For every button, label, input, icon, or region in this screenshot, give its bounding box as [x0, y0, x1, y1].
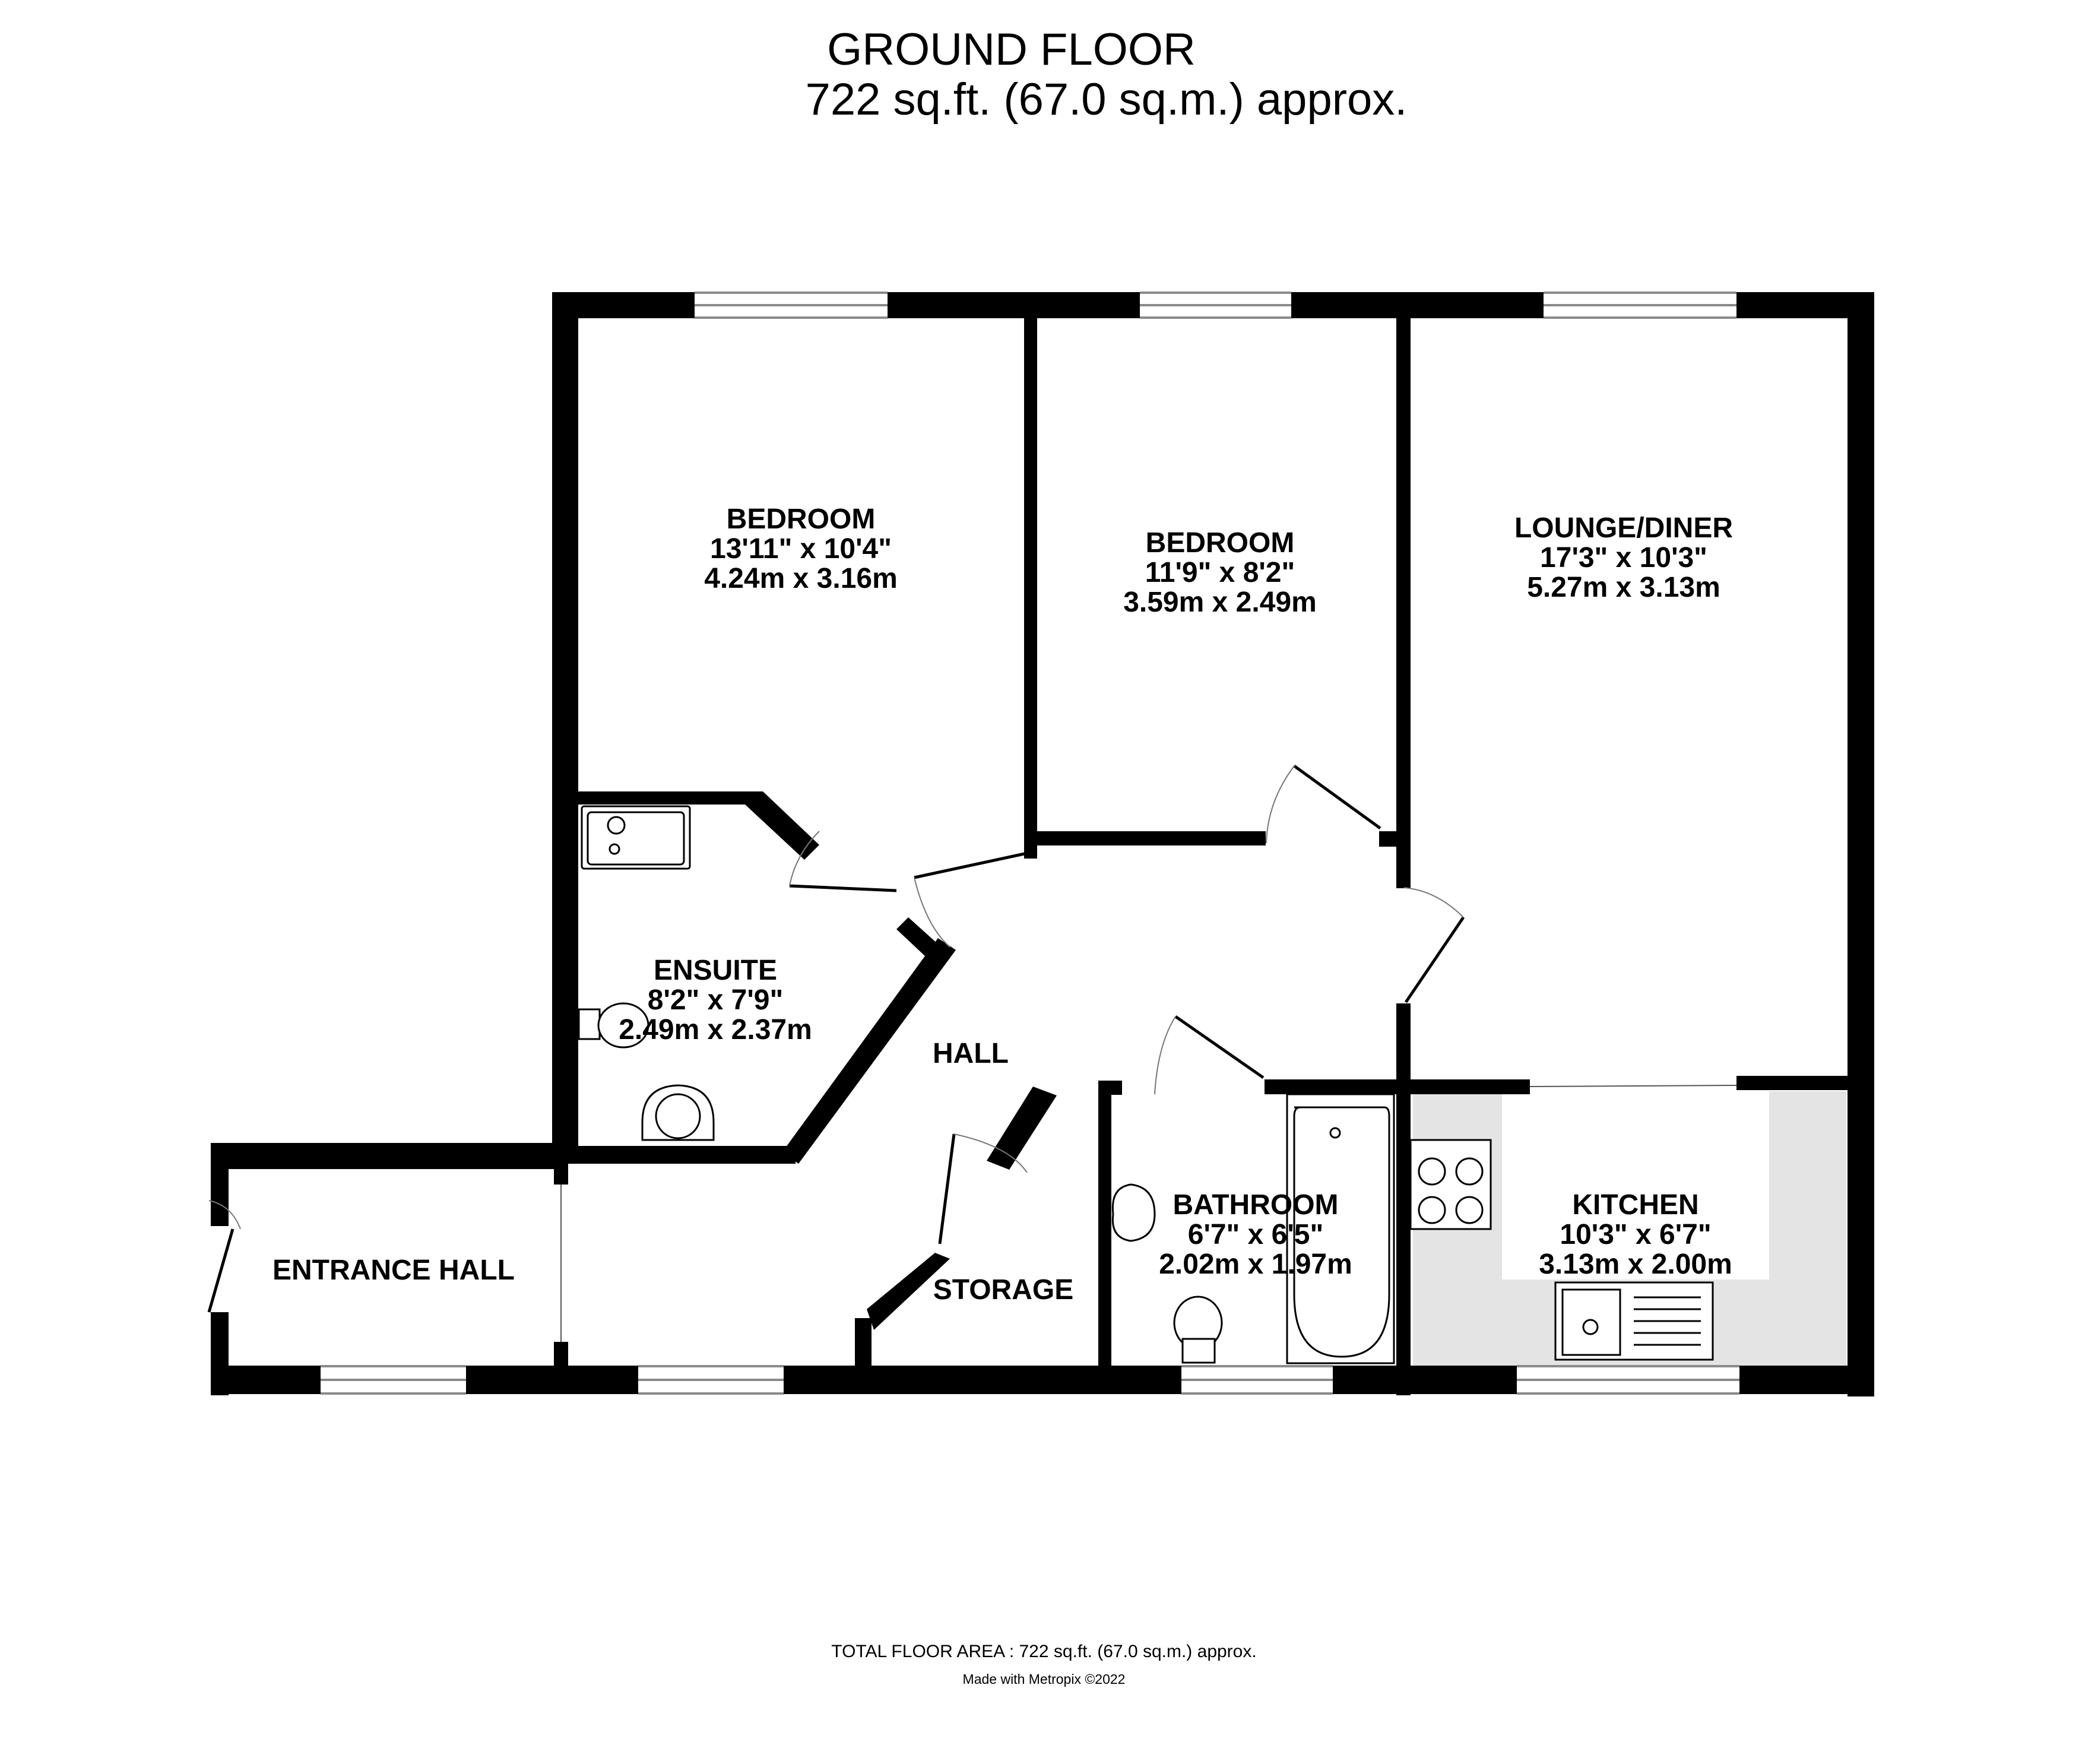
window-bedroom2	[1140, 292, 1291, 319]
door-bedroom2[interactable]	[1266, 764, 1381, 844]
door-entrance[interactable]	[207, 1200, 241, 1313]
window-hall	[638, 1365, 784, 1395]
window-bathroom	[1181, 1365, 1333, 1395]
bedroom1-imperial: 13'11" x 10'4"	[710, 533, 892, 565]
credit-text: Made with Metropix ©2022	[962, 1671, 1126, 1687]
fixtures	[578, 805, 1714, 1364]
bedroom1-metric: 4.24m x 3.16m	[704, 563, 898, 594]
doors[interactable]	[207, 764, 1465, 1313]
floor-title: GROUND FLOOR	[827, 24, 1196, 75]
total-floor-area: TOTAL FLOOR AREA : 722 sq.ft. (67.0 sq.m…	[831, 1642, 1257, 1661]
bedroom2-imperial: 11'9" x 8'2"	[1145, 557, 1295, 588]
basin-icon	[641, 1084, 715, 1141]
ensuite-imperial: 8'2" x 7'9"	[648, 984, 784, 1016]
door-ensuite[interactable]	[789, 831, 897, 892]
storage-name: STORAGE	[933, 1274, 1073, 1306]
door-lounge[interactable]	[1403, 887, 1465, 1003]
bathroom-metric: 2.02m x 1.97m	[1159, 1249, 1352, 1280]
ensuite-name: ENSUITE	[654, 955, 777, 986]
kitchen-metric: 3.13m x 2.00m	[1539, 1249, 1732, 1280]
kitchen-name: KITCHEN	[1572, 1189, 1698, 1221]
window-bedroom1	[695, 292, 888, 319]
open-partitions	[560, 1085, 1737, 1342]
window-lounge	[1544, 292, 1736, 319]
windows	[321, 292, 1739, 1395]
hob-icon	[1409, 1139, 1492, 1230]
lounge-name: LOUNGE/DINER	[1514, 512, 1733, 544]
bathroom-imperial: 6'7" x 6'5"	[1188, 1219, 1324, 1250]
bathroom-toilet-icon	[1173, 1296, 1223, 1364]
bedroom2-name: BEDROOM	[1146, 527, 1295, 559]
kitchen-imperial: 10'3" x 6'7"	[1560, 1219, 1711, 1250]
lounge-imperial: 17'3" x 10'3"	[1540, 542, 1707, 574]
bedroom1-name: BEDROOM	[727, 503, 876, 535]
window-entrance	[321, 1365, 466, 1395]
door-bathroom[interactable]	[1154, 1015, 1265, 1095]
sink-icon	[1554, 1281, 1714, 1361]
floor-area: 722 sq.ft. (67.0 sq.m.) approx.	[805, 74, 1408, 125]
room-labels: BEDROOM 13'11" x 10'4" 4.24m x 3.16m BED…	[272, 503, 1733, 1306]
entrance-hall-name: ENTRANCE HALL	[272, 1255, 515, 1286]
window-kitchen	[1517, 1365, 1739, 1395]
hall-name: HALL	[933, 1038, 1009, 1069]
door-storage[interactable]	[938, 1133, 1028, 1244]
door-bedroom1[interactable]	[914, 851, 1028, 948]
bedroom2-metric: 3.59m x 2.49m	[1123, 587, 1317, 618]
lounge-metric: 5.27m x 3.13m	[1527, 572, 1720, 603]
ensuite-metric: 2.49m x 2.37m	[619, 1014, 812, 1046]
shower-tray-icon	[581, 805, 691, 870]
bathroom-basin-icon	[1111, 1183, 1156, 1242]
bathtub-icon	[1286, 1093, 1395, 1364]
toilet-icon	[578, 1002, 649, 1049]
bathroom-name: BATHROOM	[1172, 1189, 1338, 1221]
